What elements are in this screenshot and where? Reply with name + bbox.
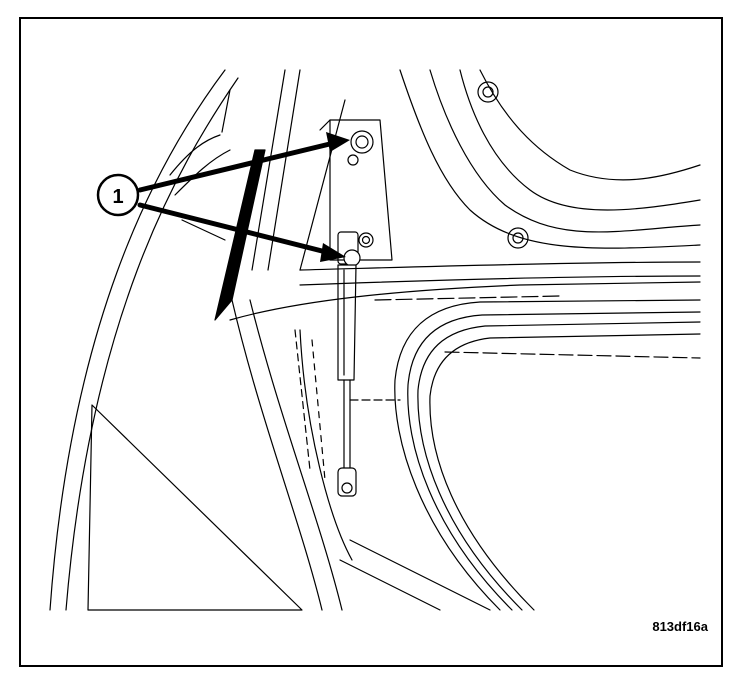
quarter-panel-inner [65, 77, 239, 611]
strut-lower-stud [341, 482, 353, 494]
strut-lower-mount [337, 467, 357, 497]
upper-liner-2 [429, 69, 701, 233]
quarter-panel-outline [49, 69, 226, 611]
gutter-line-1 [231, 299, 323, 611]
black-trim-strip [214, 149, 266, 321]
gutter-line-2 [249, 299, 343, 611]
package-shelf-edge-3 [229, 281, 701, 321]
strut-ball-stud [343, 249, 361, 267]
callout-1-label: 1 [112, 186, 123, 208]
leader-arrow-upper [137, 139, 341, 193]
lower-liner-bolt-inner [512, 232, 524, 244]
dashed-edge-2 [374, 295, 561, 301]
package-shelf-edge-2 [299, 275, 701, 286]
trunk-seal-2 [407, 311, 701, 611]
pillar-edge-3 [299, 99, 346, 271]
trunk-seal-3 [417, 321, 701, 611]
upper-bracket-hole [347, 154, 359, 166]
trunk-seal-outer [394, 299, 701, 611]
callout-circle [96, 173, 140, 217]
upper-liner-1 [399, 69, 701, 249]
upper-liner-4 [479, 69, 701, 181]
hinge-bracket [329, 119, 393, 261]
figure-id-label: 813df16a [652, 619, 708, 634]
upper-liner-3 [459, 69, 701, 211]
arrowhead-lower [320, 243, 346, 262]
upper-liner-bolt-inner [482, 86, 494, 98]
trunk-seal-4 [429, 333, 701, 611]
rear-glass-outline [87, 404, 303, 611]
figure-frame [19, 17, 723, 667]
lower-bracket-bolt [358, 232, 374, 248]
floor-line-2 [349, 539, 491, 611]
lower-bracket-bolt-inner [361, 235, 371, 245]
pillar-trim-b [169, 134, 221, 176]
upper-bolt-inner [355, 135, 369, 149]
upper-bolt-outer [350, 130, 374, 154]
pillar-trim-c [174, 149, 231, 196]
pillar-trim-a [221, 89, 231, 133]
arrowhead-upper [326, 132, 350, 152]
dashed-edge-5 [311, 339, 326, 481]
dashed-edge-4 [294, 329, 311, 471]
gas-strut-body [337, 264, 357, 381]
gutter-line-3 [299, 329, 353, 561]
gas-strut-rod [343, 379, 351, 471]
package-shelf-edge-1 [299, 261, 701, 271]
dashed-edge-1 [444, 351, 701, 359]
upper-liner-bolt [477, 81, 499, 103]
floor-line-1 [339, 559, 441, 611]
leader-arrow-lower [137, 202, 337, 257]
lower-liner-bolt [507, 227, 529, 249]
pillar-trim-d [181, 219, 226, 241]
bracket-edge [319, 119, 331, 131]
